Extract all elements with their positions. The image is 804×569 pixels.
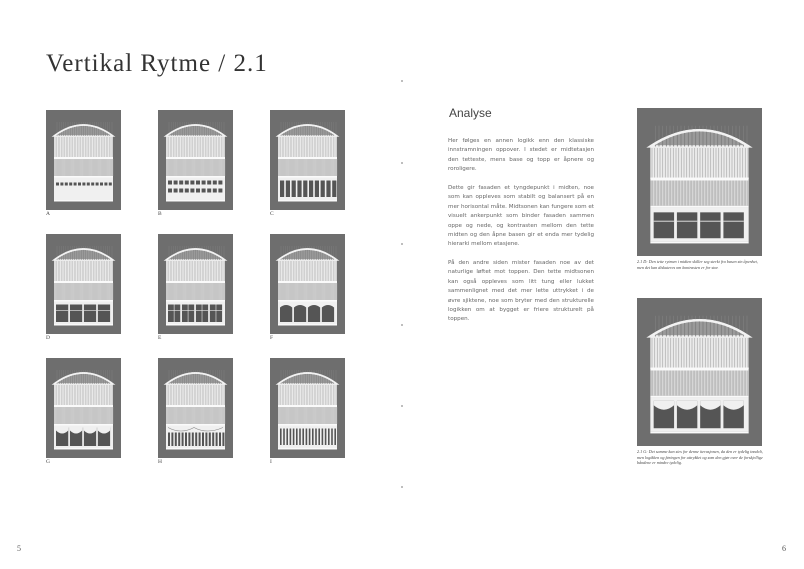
spine-dot	[401, 162, 403, 164]
analyse-paragraph-2: Dette gir fasaden et tyngdepunkt i midte…	[448, 185, 595, 248]
thumb-label-g: G	[46, 459, 50, 465]
figure-model-d	[637, 108, 762, 256]
thumb-label-a: A	[46, 211, 50, 217]
facade-model-f	[270, 234, 345, 334]
facade-model-e	[158, 234, 233, 334]
facade-model-h	[158, 358, 233, 458]
thumb-label-i: I	[270, 459, 272, 465]
spine-dot	[401, 243, 403, 245]
thumb-label-h: H	[158, 459, 162, 465]
facade-model-g	[46, 358, 121, 458]
spine-dot	[401, 486, 403, 488]
thumb-label-f: F	[270, 335, 274, 341]
page-number-left: 5	[17, 544, 21, 553]
facade-model-d	[46, 234, 121, 334]
thumb-label-b: B	[158, 211, 162, 217]
analyse-paragraph-3: På den andre siden mister fasaden noe av…	[448, 260, 594, 323]
figure-caption-d: 2.1 D: Den tette rytmen i midten skiller…	[637, 259, 758, 270]
facade-model-c	[270, 110, 345, 210]
figure-caption-g: 2.1 G: Det samme kan sies for denne iter…	[637, 449, 763, 466]
page-title: Vertikal Rytme / 2.1	[46, 50, 268, 77]
thumb-label-d: D	[46, 335, 50, 341]
thumb-label-c: C	[270, 211, 274, 217]
analyse-heading: Analyse	[449, 106, 492, 120]
facade-model-i	[270, 358, 345, 458]
spine-dot	[401, 405, 403, 407]
facade-model-a	[46, 110, 121, 210]
thumb-label-e: E	[158, 335, 162, 341]
analyse-paragraph-1: Her følges en annen logikk enn den klass…	[448, 138, 594, 173]
figure-model-g	[637, 298, 762, 446]
facade-model-b	[158, 110, 233, 210]
page-number-right: 6	[782, 544, 786, 553]
spine-dot	[401, 324, 403, 326]
spine-dot	[401, 80, 403, 82]
